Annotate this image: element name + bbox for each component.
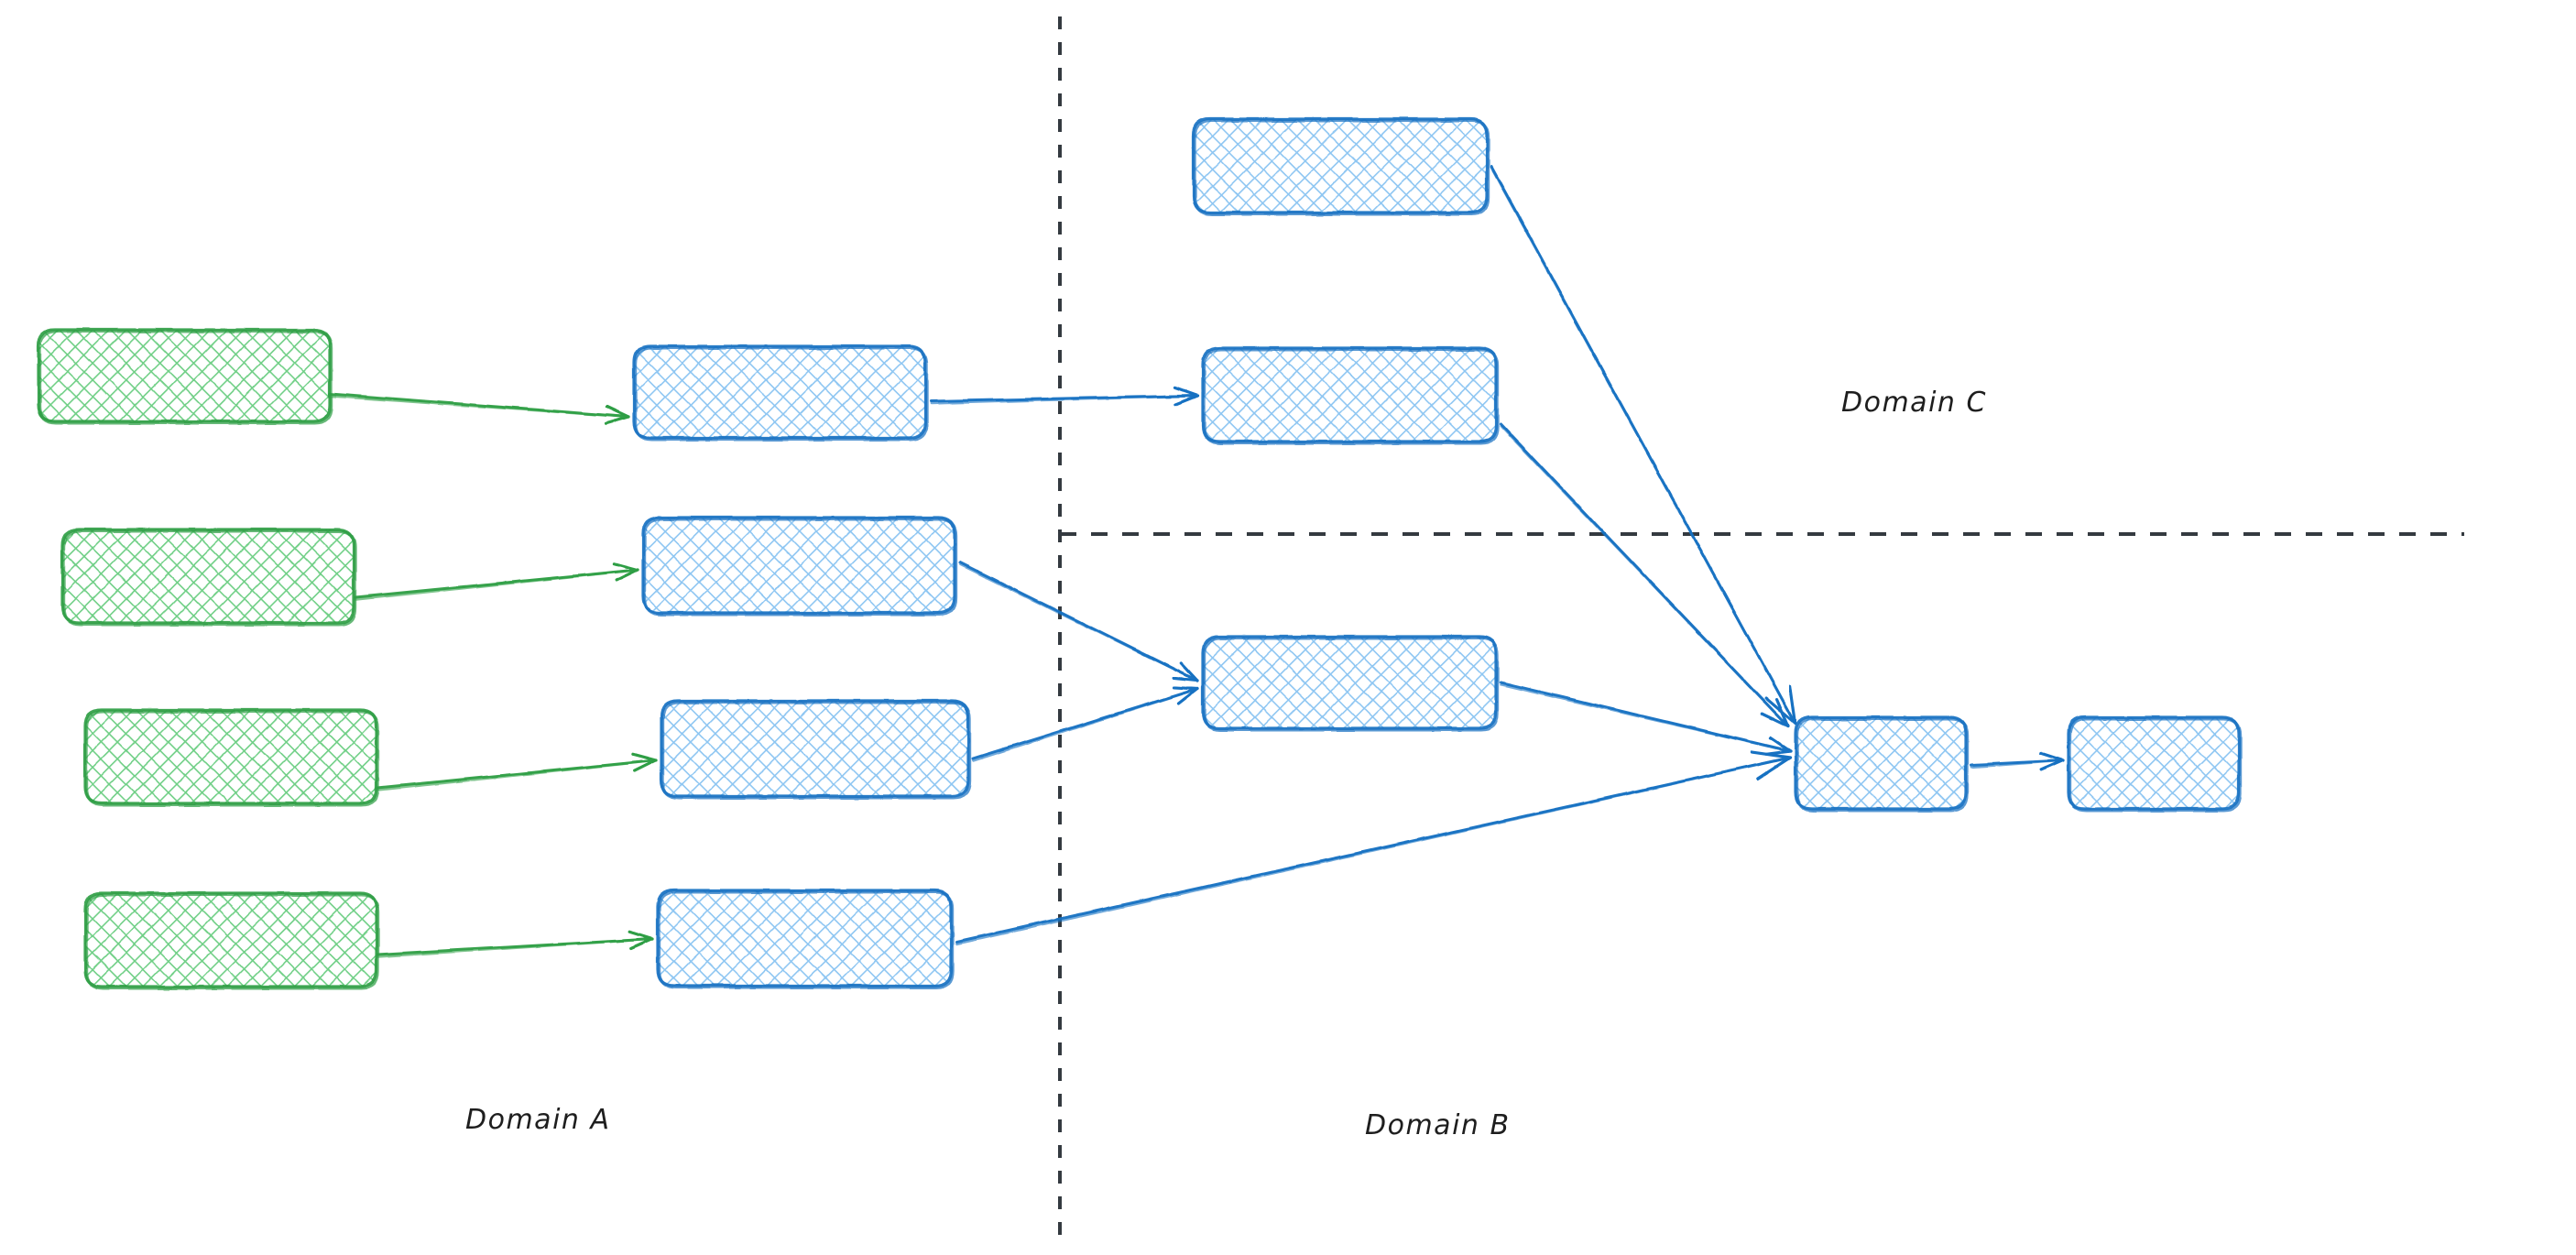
node-fill [85,893,377,987]
domain-b-node-mid[interactable] [1197,631,1501,734]
edge-a3-b3[interactable] [376,752,658,791]
edge-shaft-2 [1970,758,2065,769]
edge-b4-h[interactable] [955,750,1792,945]
arrowhead-barb-2 [1774,698,1790,728]
domain-a-blue-node-4[interactable] [652,885,956,991]
node-fill [1194,119,1487,213]
node-outline-2 [1203,637,1500,732]
edge-shaft-2 [1500,424,1790,728]
domain-a-node-4[interactable] [80,888,382,992]
domain-b-label: Domain B [1365,1109,1511,1141]
arrowhead-barb-1 [633,758,658,773]
arrowhead-barb-1 [1760,712,1790,728]
arrowhead-barb-1 [615,568,639,583]
convergence-hub-node[interactable] [1790,712,1971,814]
node-outline-2 [85,710,380,807]
edge-d1-h[interactable] [1499,681,1792,756]
node-fill [643,518,955,613]
arrowhead-barb-1 [628,937,654,951]
node-outline-2 [634,346,929,442]
domain-a-blue-node-1[interactable] [628,341,931,443]
arrowhead-barb-2 [2038,751,2065,762]
node-fill [2068,717,2239,809]
divider-layer [1058,16,2464,1242]
node-outline-2 [62,529,357,627]
domain-a-node-1[interactable] [33,324,335,427]
edge-b1-c2[interactable] [929,386,1199,407]
edge-shaft-2 [377,937,654,958]
domain-c-node-mid[interactable] [1197,343,1501,447]
node-fill [38,330,330,421]
edge-b3-d1[interactable] [971,685,1199,762]
arrowhead-barb-2 [1768,736,1792,753]
edge-b2-d1[interactable] [958,561,1199,682]
edge-c1-h[interactable] [1490,165,1797,726]
terminal-node[interactable] [2063,712,2244,814]
node-outline-2 [658,890,955,989]
domain-c-node-top[interactable] [1188,114,1492,218]
arrowhead-barb-1 [1764,749,1792,756]
edge-layer [328,165,2065,958]
domain-a-blue-node-2[interactable] [638,512,960,618]
node-outline-2 [1796,717,1970,813]
node-outline-2 [1203,348,1500,445]
node-layer [33,114,2244,992]
domain-a-node-2[interactable] [57,524,359,628]
edge-shaft-2 [1490,167,1797,726]
node-outline-2 [38,330,333,425]
node-fill [658,890,951,986]
arrowhead-barb-1 [1173,394,1199,407]
edge-shaft-2 [1500,682,1792,753]
edge-h-f[interactable] [1970,751,2065,771]
node-fill [634,346,925,438]
arrowhead-barb-2 [1788,683,1797,726]
arrowhead-barb-1 [1172,676,1199,682]
domain-a-node-3[interactable] [80,704,382,809]
node-outline-2 [661,701,972,800]
domain-a-label: Domain A [465,1104,611,1136]
arrowhead-barb-2 [631,752,658,762]
node-fill [85,710,377,803]
edge-a4-b4[interactable] [376,930,654,958]
node-fill [1796,717,1966,809]
edge-shaft-2 [972,687,1199,762]
node-outline-2 [85,893,380,990]
node-outline-2 [643,518,958,617]
node-fill [1203,348,1496,442]
node-fill [1203,637,1496,728]
domain-c-label: Domain C [1841,387,1987,419]
arrowhead-barb-2 [613,562,639,572]
edge-shaft-2 [930,394,1199,405]
edge-shaft-2 [959,562,1199,682]
arrowhead-barb-1 [604,415,630,425]
edge-a2-b2[interactable] [354,562,639,601]
arrowhead-barb-1 [2039,758,2065,771]
arrowhead-barb-2 [605,405,630,419]
arrowhead-barb-1 [1756,756,1792,780]
node-fill [62,529,354,623]
edge-shaft-2 [955,756,1792,945]
edge-shaft-2 [329,394,630,419]
edge-shaft-2 [377,758,658,791]
arrowhead-barb-2 [1172,685,1199,691]
arrowhead-barb-2 [1173,386,1199,398]
node-outline-2 [1194,119,1490,216]
node-outline-2 [2068,717,2243,813]
edge-a1-b1[interactable] [328,392,630,425]
arrowhead-barb-2 [628,930,654,941]
arrowhead-barb-1 [1176,687,1199,705]
edge-shaft-2 [355,568,639,601]
arrowhead-barb-2 [1179,661,1199,682]
edge-c2-h[interactable] [1499,422,1790,728]
node-fill [661,701,968,796]
domain-a-blue-node-3[interactable] [656,695,974,802]
